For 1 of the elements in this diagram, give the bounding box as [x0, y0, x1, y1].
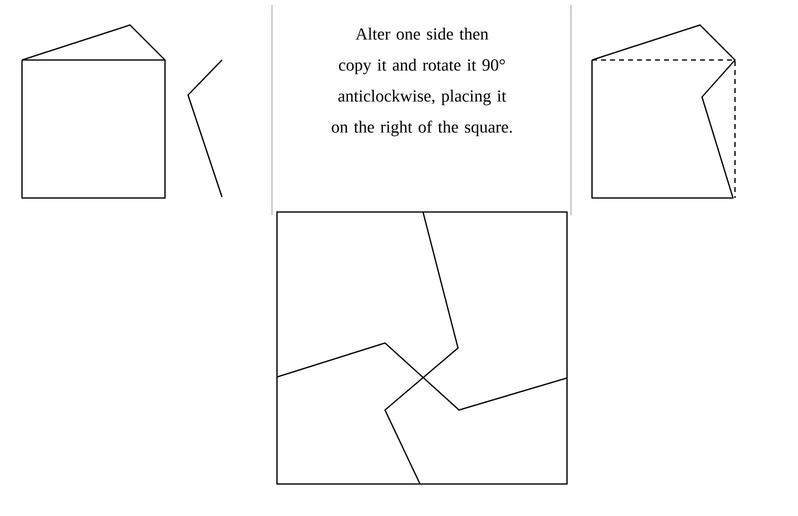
instruction-text: Alter one side then copy it and rotate it 90° anticlockwise, placing it on the right of the square. [332, 28, 512, 136]
